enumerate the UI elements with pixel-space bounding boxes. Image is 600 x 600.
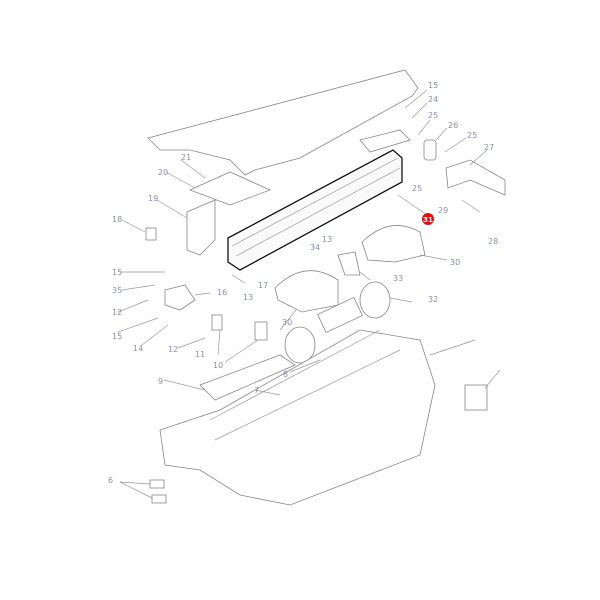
seal-pad: [188, 171, 272, 206]
pipe-assembly: [359, 129, 411, 153]
resistor: [254, 321, 268, 341]
label-26: 26: [448, 121, 458, 130]
connector-18: [145, 227, 157, 241]
refrigerant-pipes: [445, 159, 506, 196]
label-17: 17: [258, 281, 268, 290]
label-29: 29: [438, 206, 448, 215]
label-9: 9: [158, 377, 163, 386]
label-33: 33: [393, 274, 403, 283]
label-14: 14: [133, 344, 143, 353]
blower-wheel-left: [284, 326, 316, 364]
label-27: 27: [484, 143, 494, 152]
label-32: 32: [428, 295, 438, 304]
expansion-valve: [423, 139, 437, 161]
label-21: 21: [181, 153, 191, 162]
label-16: 16: [217, 288, 227, 297]
label-15: 15: [428, 81, 438, 90]
label-20: 20: [158, 168, 168, 177]
label-34: 34: [310, 243, 320, 252]
label-25c: 25: [412, 184, 422, 193]
label-11: 11: [195, 350, 205, 359]
label-12b: 12: [168, 345, 178, 354]
label-18: 18: [112, 215, 122, 224]
label-15b: 15: [112, 332, 122, 341]
gasket: [199, 354, 296, 401]
label-10: 10: [213, 361, 223, 370]
label-35: 35: [112, 286, 122, 295]
label-6: 6: [108, 476, 113, 485]
actuator: [164, 284, 196, 311]
label-13: 13: [322, 235, 332, 244]
clip-6a: [149, 479, 165, 489]
blower-wheel-right: [359, 281, 391, 319]
bolt: [461, 199, 481, 213]
lower-housing: [159, 329, 436, 506]
clip-6b: [151, 494, 167, 504]
label-25b: 25: [467, 131, 477, 140]
label-24: 24: [428, 95, 438, 104]
top-cover-panel: [147, 69, 419, 176]
blower-motor: [317, 296, 363, 334]
label-28: 28: [488, 237, 498, 246]
label-19: 19: [148, 194, 158, 203]
clip-right: [464, 384, 488, 411]
highlighted-callout-marker[interactable]: [422, 213, 434, 225]
label-12: 12: [112, 308, 122, 317]
label-25: 25: [428, 111, 438, 120]
bracket: [337, 251, 361, 276]
blower-cover-left: [274, 270, 339, 313]
label-13b: 13: [243, 293, 253, 302]
clip: [211, 314, 223, 331]
label-30: 30: [450, 258, 460, 267]
evaporator-core-highlighted: [227, 149, 403, 271]
label-15-left: 15: [112, 268, 122, 277]
evaporator-end-block: [186, 199, 216, 256]
label-30b: 30: [282, 318, 292, 327]
highlighted-callout-label[interactable]: 31: [423, 216, 433, 224]
label-8: 8: [283, 370, 288, 379]
blower-cover-right: [361, 225, 426, 263]
label-7: 7: [254, 386, 259, 395]
